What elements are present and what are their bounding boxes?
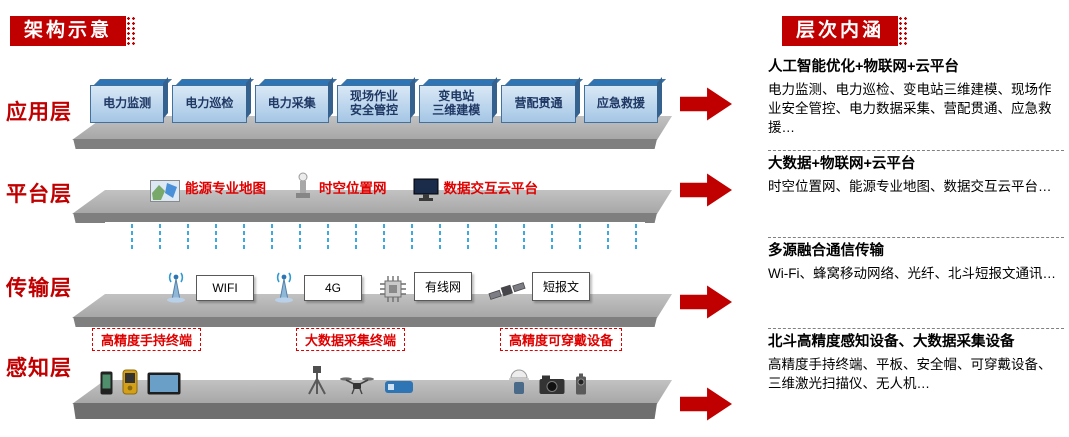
slab-front-face <box>73 139 657 149</box>
slab-front-face <box>73 403 657 419</box>
description-body: 电力监测、电力巡检、变电站三维建模、现场作业安全管控、电力数据采集、营配贯通、应… <box>768 81 1052 136</box>
arrow-perception-to-text <box>680 387 732 421</box>
camera-icon <box>539 375 565 395</box>
right-banner: 层次内涵 <box>782 16 908 46</box>
description-block-platform: 大数据+物联网+云平台 时空位置网、能源专业地图、数据交互云平台… <box>768 151 1064 238</box>
slab-front-face <box>73 317 657 327</box>
arrow-application-to-text <box>680 87 732 121</box>
app-box-power-collection: 电力采集 <box>254 85 329 123</box>
description-body: Wi-Fi、蜂窝移动网络、光纤、北斗短报文通讯… <box>768 265 1056 281</box>
transport-item-label: WIFI <box>196 275 254 301</box>
perception-group-handheld: 高精度手持终端 <box>92 328 252 395</box>
platform-item-energy-map: 能源专业地图 <box>150 177 266 202</box>
monitor-icon <box>413 178 439 202</box>
handheld-terminal-icon <box>122 369 138 395</box>
satellite-icon <box>488 278 526 304</box>
map-icon <box>150 180 180 202</box>
description-block-transport: 多源融合通信传输 Wi-Fi、蜂窝移动网络、光纤、北斗短报文通讯… <box>768 238 1064 329</box>
description-title: 北斗高精度感知设备、大数据采集设备 <box>768 334 1015 350</box>
platform-items-row: 能源专业地图 时空位置网 数据交互云平台 <box>150 166 538 202</box>
transport-item-short-message: 短报文 <box>488 272 590 304</box>
perception-group-label: 高精度可穿戴设备 <box>500 328 623 351</box>
arrow-transport-to-text <box>680 285 732 319</box>
transport-item-wifi: WIFI <box>162 270 254 304</box>
left-banner: 架构示意 <box>10 16 136 46</box>
arrow-platform-to-text <box>680 173 732 207</box>
layer-descriptions-panel: 人工智能优化+物联网+云平台 电力监测、电力巡检、变电站三维建模、现场作业安全管… <box>768 54 1064 401</box>
perception-group-icons <box>92 355 252 395</box>
antenna-icon <box>270 270 298 304</box>
layer-label-transport: 传输层 <box>6 277 72 300</box>
platform-item-label: 能源专业地图 <box>185 181 266 196</box>
layer-label-platform: 平台层 <box>6 183 72 206</box>
tablet-icon <box>147 372 181 395</box>
transport-item-4g: 4G <box>270 270 362 304</box>
perception-group-label: 大数据采集终端 <box>296 328 406 351</box>
description-block-perception: 北斗高精度感知设备、大数据采集设备 高精度手持终端、平板、安全帽、可穿戴设备、三… <box>768 329 1064 401</box>
tripod-scanner-icon <box>304 365 330 395</box>
description-title: 大数据+物联网+云平台 <box>768 156 916 172</box>
app-box-emergency-rescue: 应急救援 <box>583 85 658 123</box>
platform-item-spacetime-network: 时空位置网 <box>292 172 387 202</box>
layer-label-application: 应用层 <box>6 101 72 124</box>
app-box-site-safety: 现场作业 安全管控 <box>336 85 412 123</box>
description-block-application: 人工智能优化+物联网+云平台 电力监测、电力巡检、变电站三维建模、现场作业安全管… <box>768 54 1064 151</box>
app-box-power-monitoring: 电力监测 <box>90 85 165 123</box>
transport-items-row: WIFI 4G 有线网 短报文 <box>162 258 590 304</box>
perception-group-wearable: 高精度可穿戴设备 <box>500 328 660 395</box>
layer-label-perception: 感知层 <box>6 357 72 380</box>
description-body: 高精度手持终端、平板、安全帽、可穿戴设备、三维激光扫描仪、无人机… <box>768 356 1052 391</box>
description-title: 人工智能优化+物联网+云平台 <box>768 59 959 75</box>
app-box-power-inspection: 电力巡检 <box>172 85 247 123</box>
app-box-substation-3d: 变电站 三维建模 <box>419 85 494 123</box>
antenna-icon <box>162 270 190 304</box>
smartphone-icon <box>100 371 113 395</box>
positioning-tower-icon <box>292 172 314 202</box>
application-boxes-row: 电力监测 电力巡检 电力采集 现场作业 安全管控 变电站 三维建模 营配贯通 应… <box>90 85 658 123</box>
platform-item-label: 数据交互云平台 <box>443 181 539 196</box>
platform-item-label: 时空位置网 <box>319 181 387 196</box>
perception-groups-row: 高精度手持终端 大数据采集终端 <box>92 328 660 395</box>
transport-item-label: 有线网 <box>414 272 472 301</box>
description-body: 时空位置网、能源专业地图、数据交互云平台… <box>768 178 1052 194</box>
dashed-connectors <box>105 222 645 252</box>
perception-group-bigdata: 大数据采集终端 <box>296 328 456 395</box>
slab-front-face <box>73 213 657 223</box>
chip-icon <box>378 274 408 304</box>
scanner-box-icon <box>384 379 414 395</box>
transport-item-wired: 有线网 <box>378 272 472 304</box>
helmet-worker-icon <box>508 367 530 395</box>
platform-item-data-cloud: 数据交互云平台 <box>413 177 539 202</box>
transport-item-label: 4G <box>304 275 362 301</box>
perception-group-icons <box>500 355 660 395</box>
sensor-device-icon <box>574 373 588 395</box>
transport-item-label: 短报文 <box>532 272 590 301</box>
drone-icon <box>339 375 375 395</box>
perception-group-icons <box>296 355 456 395</box>
perception-group-label: 高精度手持终端 <box>92 328 202 351</box>
description-title: 多源融合通信传输 <box>768 243 884 259</box>
app-box-distribution-link: 营配贯通 <box>501 85 576 123</box>
